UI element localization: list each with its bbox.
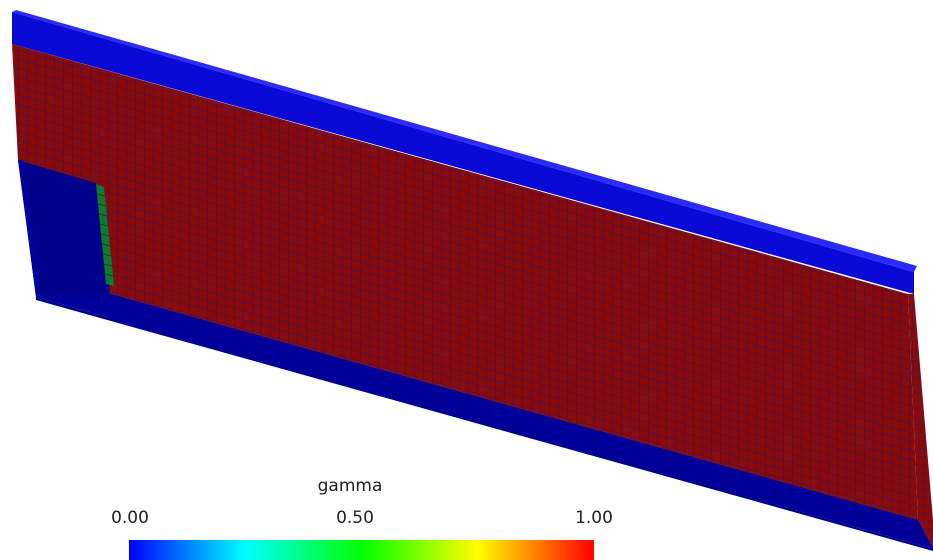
bottom-gas-band [108, 293, 933, 548]
right-edge-face [908, 294, 933, 548]
left-gas-pocket-side [18, 160, 40, 297]
colorbar-tick-mid: 0.50 [336, 508, 374, 528]
liquid-region[interactable] [12, 44, 918, 520]
top-gas-front [12, 12, 914, 294]
colorbar-tick-min: 0.00 [111, 508, 149, 528]
colorbar[interactable] [129, 540, 594, 560]
colorbar-tick-max: 1.00 [575, 508, 613, 528]
colorbar-title: gamma [317, 476, 383, 496]
top-gas-layer [12, 10, 917, 272]
interface-cell-lines [96, 193, 114, 277]
left-gas-pocket [18, 160, 110, 297]
